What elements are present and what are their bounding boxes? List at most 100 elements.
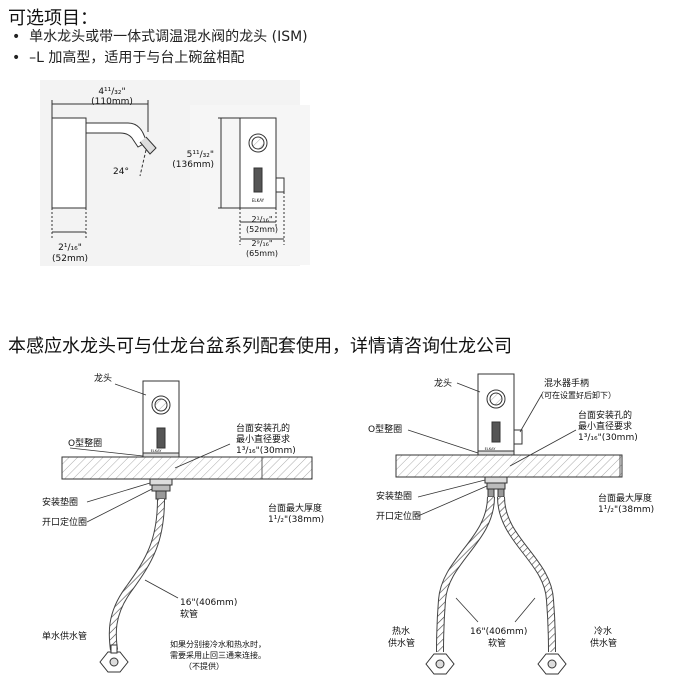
side-width-label: 4¹¹/₃₂" [98,87,125,97]
right-install-diagram [395,373,623,675]
front-total-label: 2⁹/₁₆" [251,239,272,248]
front-total-mm: (65mm) [246,249,278,258]
right-leader-hose-right [514,597,536,623]
right-split-ring [486,482,506,490]
right-hot-label-2: 供水管 [388,637,415,649]
left-faucet-label: 龙头 [94,372,112,384]
right-oring-label: O型整圈 [368,423,402,435]
front-logo: ELKAY [252,198,265,203]
left-hole-label-3: 1³/₁₆"(30mm) [236,446,296,456]
left-countertop [61,456,313,480]
front-aerator-mesh [251,136,265,150]
left-hose [109,498,164,651]
right-aerator-mesh [489,392,503,406]
front-view-body [239,117,277,209]
option-bullet-1: • 单水龙头或带一体式调温混水阀的龙头 (ISM) [12,29,308,45]
left-deck-label-2: 1¹/₂"(38mm) [268,515,324,525]
right-sensor-window [491,421,501,443]
left-hose-length: 16"(406mm) [180,598,237,608]
right-deck-label-2: 1¹/₂"(38mm) [598,505,654,515]
left-leader-oring [69,447,144,457]
right-leader-gasket [417,479,486,498]
front-sensor-window [253,167,263,193]
front-base-mm: (52mm) [246,225,278,234]
right-cold-label-2: 供水管 [590,637,617,649]
angle-label: 24° [113,167,129,177]
side-view-faucet [51,100,157,238]
left-note-1: 如果分别接冷水和热水时， [170,639,266,649]
right-cold-valve-port [547,659,557,669]
right-hose-label: 软管 [488,637,506,649]
side-view-aerator [139,136,157,155]
right-cold-hose [498,496,555,653]
left-sensor-window [156,427,166,449]
left-leader-hole [174,443,231,469]
right-cold-label-1: 冷水 [594,625,612,637]
right-leader-oring [407,429,479,454]
left-leader-gasket [86,482,151,503]
left-gasket-label: 安装垫圈 [42,496,78,508]
right-faucet-body [477,373,515,456]
side-view-body [51,117,87,209]
left-oring-label: O型整圈 [68,437,102,449]
left-o-ring [142,452,180,458]
left-deck-label-1: 台面最大厚度 [268,502,322,514]
right-hole-label-1: 台面安装孔的 [578,409,632,421]
left-leader-split-ring [86,488,153,523]
right-hole-label-3: 1³/₁₆"(30mm) [578,433,638,443]
right-gasket-label: 安装垫圈 [376,490,412,502]
right-mixer-label-1: 混水器手柄 [544,377,589,389]
left-supply-valve-port [109,657,119,667]
right-faucet-label: 龙头 [434,377,452,389]
right-hole-label-2: 最小直径要求 [578,420,632,432]
side-view-spout [85,122,148,148]
left-supply-label: 单水供水管 [42,630,87,642]
front-base-label: 2¹/₁₆" [251,215,272,224]
side-base-mm: (52mm) [52,254,88,264]
left-split-ring-label: 开口定位圈 [42,516,87,528]
right-hot-valve-port [435,659,445,669]
left-note-3: （不提供） [184,661,224,671]
left-hose-label: 软管 [180,608,198,620]
left-leader-hose [144,579,179,599]
left-hole-label-2: 最小直径要求 [236,433,290,445]
front-view-faucet [218,117,285,245]
right-mixer-label-2: （可在设置好后卸下） [536,390,616,400]
left-note-2: 需要采用止回三通来连接。 [170,650,266,660]
left-split-ring [151,484,171,492]
right-mixer-handle [513,429,523,445]
right-deck-label-1: 台面最大厚度 [598,492,652,504]
right-leader-mixer [519,393,543,433]
right-countertop [395,454,623,478]
right-hose-length: 16"(406mm) [470,627,527,637]
front-height-mm: (136mm) [172,160,214,170]
left-gasket [149,478,173,486]
side-base-label: 2¹/₁₆" [58,243,82,253]
side-angle-line [139,149,147,177]
right-leader-split-ring [417,485,488,517]
option-bullet-2: • –L 加高型，适用于与台上碗盆相配 [12,50,245,66]
left-hole-label-1: 台面安装孔的 [236,422,290,434]
left-supply-nut [110,644,118,654]
left-hose-fitting [155,490,167,500]
right-leader-hole [509,429,577,467]
left-faucet-logo: ELKAY [151,449,163,453]
right-split-ring-label: 开口定位圈 [376,510,421,522]
options-title: 可选项目： [8,8,98,29]
left-leader-faucet [114,383,147,396]
option-text-1: 单水龙头或带一体式调温混水阀的龙头 (ISM) [29,29,308,45]
front-mixer-knob [275,177,285,193]
option-text-2: –L 加高型，适用于与台上碗盆相配 [29,50,245,66]
right-leader-hose-left [455,597,479,623]
right-hot-fitting [487,488,495,498]
left-install-diagram [61,380,313,673]
right-faucet-logo: ELKAY [485,447,497,451]
right-gasket [484,476,508,484]
left-aerator-mesh [154,398,168,412]
side-width-mm: (110mm) [91,97,133,107]
right-hot-hose [437,496,494,653]
right-cold-fitting [497,488,505,498]
front-height-label: 5¹¹/₃₂" [187,150,214,160]
right-leader-faucet [456,382,481,393]
